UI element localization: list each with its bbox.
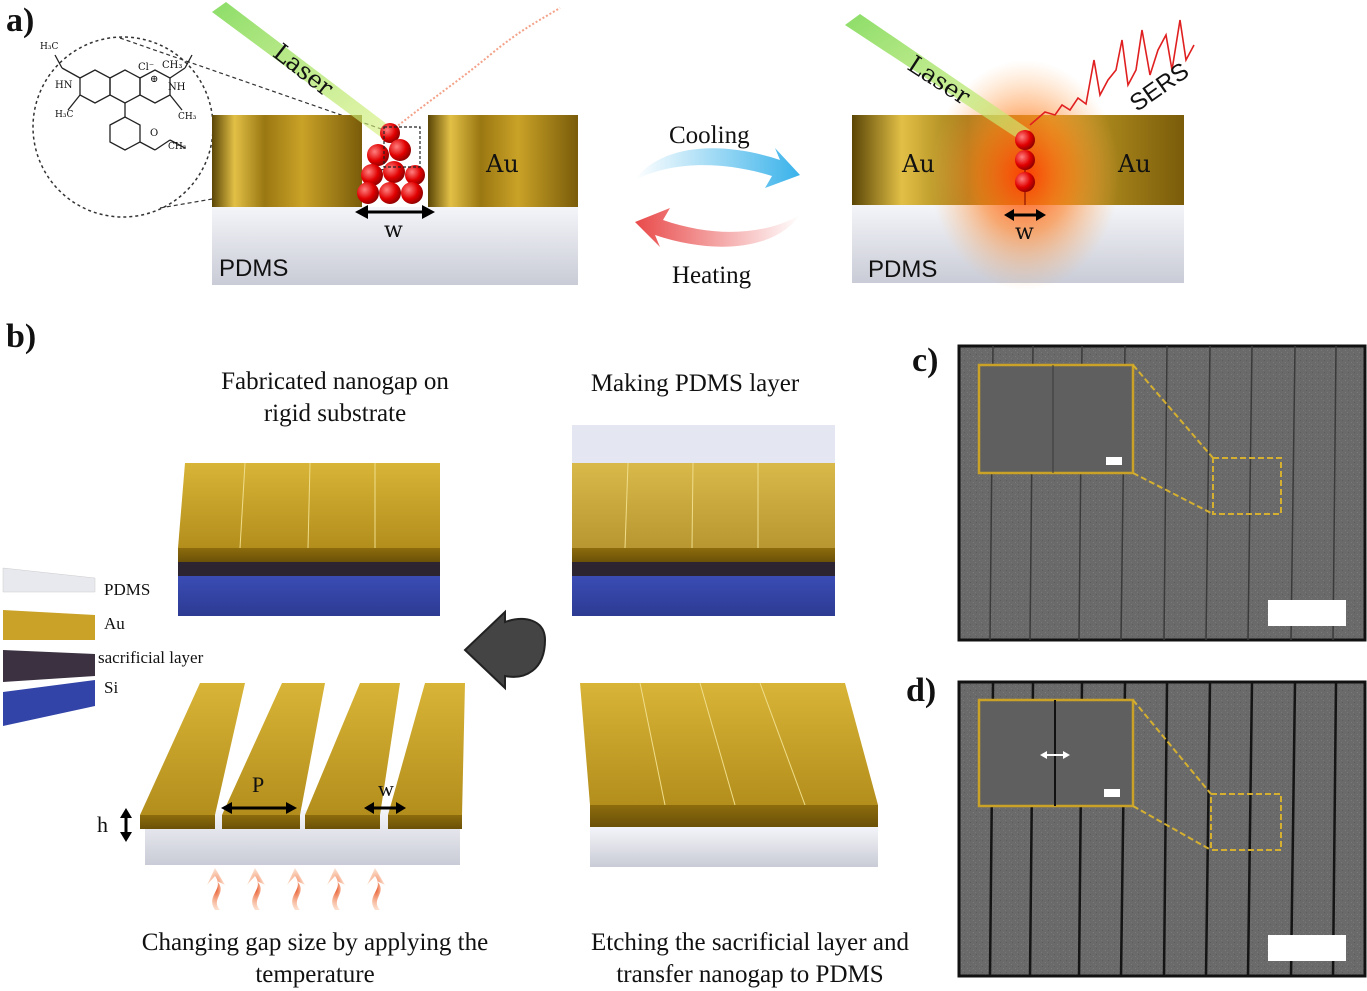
heating-arrow [635, 208, 800, 247]
molecule-beads-left [357, 123, 425, 204]
molecule-h3c-mid: H₃C [55, 110, 74, 120]
dim-w-label: w [378, 776, 394, 801]
molecule-ch3-ester: CH₃ [168, 142, 187, 152]
panel-label-c: c) [912, 342, 939, 379]
molecule-nh-left: HN [55, 80, 73, 91]
scattered-light-left [394, 7, 561, 129]
pdms-label-right: PDMS [868, 256, 938, 283]
sem-image-c [957, 344, 1367, 642]
sers-spectrum-line [1029, 19, 1195, 126]
heating-label: Heating [672, 262, 752, 289]
caption-step1: Fabricated nanogap on rigid substrate [221, 368, 449, 427]
heat-arrows [207, 868, 385, 910]
legend-label-si: Si [104, 678, 119, 697]
laser-beam-left [212, 2, 392, 138]
panel-label-a: a) [6, 2, 35, 39]
legend-swatches [2, 567, 96, 726]
pdms-label-left: PDMS [219, 255, 289, 282]
panel-label-b: b) [6, 318, 37, 355]
dim-h-label: h [97, 812, 108, 837]
molecule-h3c-top: H₃C [40, 42, 59, 52]
pdms-base-left [212, 207, 578, 285]
w-label-right: w [1015, 220, 1034, 245]
au-block-right [428, 115, 578, 207]
legend-label-pdms: PDMS [104, 580, 151, 599]
block-step2 [572, 425, 835, 616]
molecule-ch3-top: CH₃ [162, 60, 183, 71]
caption-step3: Etching the sacrificial layer and transf… [591, 929, 909, 988]
rhodamine-molecule-structure [54, 54, 193, 151]
block-step3 [580, 682, 878, 867]
molecule-ch3-mid: CH₃ [178, 112, 197, 122]
dim-p-label: P [252, 772, 265, 797]
molecule-o: O [150, 128, 159, 139]
molecule-cl: Cl⁻ [138, 62, 155, 73]
caption-step4: Changing gap size by applying the temper… [141, 929, 489, 988]
molecule-plus: ⊕ [150, 74, 159, 85]
caption-step2: Making PDMS layer [590, 370, 800, 397]
panel-a-right [845, 14, 1195, 290]
panel-label-d: d) [906, 672, 937, 709]
cooling-arrow [635, 148, 800, 188]
au-label-right-left: Au [902, 150, 935, 178]
panel-a-left [32, 2, 578, 285]
block-step1 [178, 462, 440, 616]
molecule-nh-right: NH [168, 82, 186, 93]
au-block-left [212, 115, 362, 207]
legend-label-au: Au [104, 614, 125, 633]
return-arrow [463, 609, 547, 691]
au-label-right-right: Au [1118, 150, 1151, 178]
sem-image-d [957, 680, 1367, 978]
block-step4 [120, 683, 465, 910]
gap-width-arrow-right [1004, 209, 1046, 221]
gap-width-arrow-left [355, 205, 435, 219]
legend-label-sacrificial: sacrificial layer [98, 648, 204, 667]
laser-beam-right [845, 14, 1030, 140]
au-label-left: Au [486, 150, 519, 178]
cooling-label: Cooling [669, 122, 750, 149]
w-label-left: w [384, 218, 403, 243]
